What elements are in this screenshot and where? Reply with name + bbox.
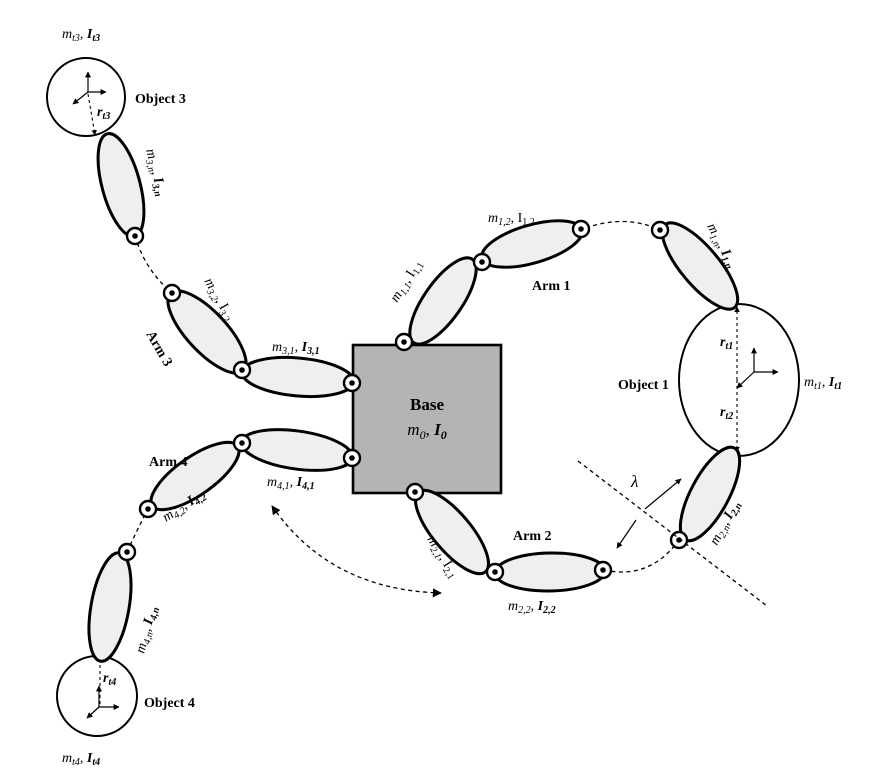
joints [117, 219, 689, 582]
label-m22-i22: m2,2, I2,2 [508, 599, 556, 616]
label-m4n-i4n: m4,n, I4,n [133, 604, 162, 655]
arm2-link2 [493, 551, 607, 593]
label-rt1: rt1 [720, 335, 733, 352]
arm2-dashed-connector [603, 539, 680, 573]
arm1-link1 [408, 256, 478, 346]
arm4-name: Arm 4 [149, 455, 188, 470]
label-m3n-i3n: m3,n, I3,n [140, 147, 169, 198]
arm3-link-n [96, 132, 146, 238]
label-mt1-it1: mt1, It1 [804, 375, 842, 392]
object3-name: Object 3 [135, 92, 186, 107]
label-mt4-it4: mt4, It4 [62, 751, 100, 768]
arm3-link1 [240, 355, 356, 399]
joint [650, 220, 670, 240]
joint [162, 283, 182, 303]
object1-body [678, 303, 800, 457]
joint [394, 332, 414, 352]
joint [342, 373, 362, 393]
arm4-link1 [239, 428, 355, 472]
cut-line [577, 460, 768, 607]
label-mt3-it3: mt3, It3 [62, 27, 100, 44]
joint [485, 562, 505, 582]
joint [593, 560, 613, 580]
joint [232, 433, 252, 453]
arm3-name: Arm 3 [143, 329, 175, 370]
rotation-arrow [271, 505, 442, 598]
arm4-link-n [87, 551, 133, 663]
label-m41-i41: m4,1, I4,1 [267, 475, 315, 492]
label-m1n-i1n: m1,n, I1,n [702, 221, 740, 272]
object4-name: Object 4 [144, 696, 195, 711]
joint [669, 530, 689, 550]
base-body [351, 343, 503, 495]
label-rt4: rt4 [103, 671, 116, 688]
joint [472, 252, 492, 272]
joint [125, 226, 145, 246]
joint [117, 542, 137, 562]
arm1-name: Arm 1 [532, 279, 571, 294]
object1-name: Object 1 [618, 378, 669, 393]
object3-frame-icon [72, 71, 107, 105]
joint [138, 499, 158, 519]
joint [405, 482, 425, 502]
base-title: Base [410, 395, 444, 414]
arm2-name: Arm 2 [513, 529, 552, 544]
label-m12-i12: m1,2, I1,2 [488, 211, 535, 228]
label-rt2: rt2 [720, 405, 733, 422]
object4-body [56, 655, 138, 737]
arm3-dashed-connector [134, 235, 173, 294]
arm4-dashed-connector [126, 508, 149, 553]
joint [571, 219, 591, 239]
object4-frame-icon [86, 685, 120, 719]
lambda-label: λ [630, 472, 638, 491]
lambda-arrow-back [616, 519, 637, 549]
joint [232, 360, 252, 380]
label-m31-i31: m3,1, I3,1 [272, 340, 320, 357]
label-rt3: rt3 [97, 105, 110, 122]
base-mass-inertia: m0, I0 [407, 420, 446, 442]
object3-radius-rt3 [87, 93, 97, 136]
object1-frame-icon [736, 347, 779, 389]
lambda-arrow [644, 478, 682, 510]
arm1-dashed-connector [585, 220, 661, 231]
object3-body [46, 57, 126, 137]
joint [342, 448, 362, 468]
